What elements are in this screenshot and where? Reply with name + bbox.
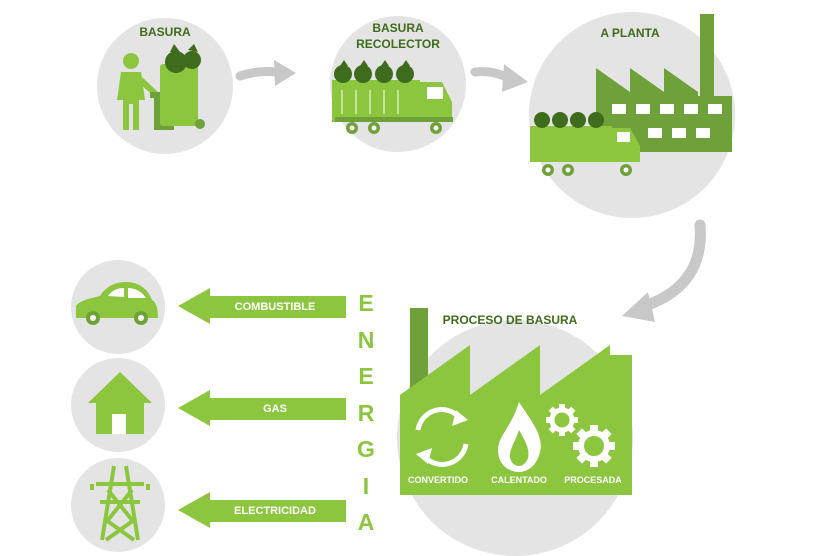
arrow-recolector-to-planta xyxy=(470,64,528,92)
recycle-arrow-head-1 xyxy=(452,410,468,426)
label-recolector-line1: BASURA xyxy=(372,21,424,35)
arrow-gas xyxy=(178,390,346,426)
garbage-truck-icon xyxy=(332,60,453,134)
label-calentado: CALENTADO xyxy=(491,475,547,485)
label-convertido: CONVERTIDO xyxy=(407,475,468,485)
label-electricidad: ELECTRICIDAD xyxy=(234,505,316,517)
person-with-bin-icon xyxy=(117,44,205,130)
label-recolector-line2: RECOLECTOR xyxy=(356,37,440,51)
label-gas: GAS xyxy=(263,403,287,415)
recycle-arrow-head-2 xyxy=(416,448,432,464)
gears-icon xyxy=(546,404,615,467)
factory-with-truck-icon xyxy=(530,14,732,176)
energia-letter: N xyxy=(357,326,375,353)
arrow-planta-to-proceso xyxy=(622,219,706,322)
energia-letter: E xyxy=(358,290,374,316)
arrow-combustible xyxy=(178,288,346,324)
car-icon xyxy=(76,282,158,325)
label-procesada: PROCESADA xyxy=(564,475,622,485)
energia-letter: R xyxy=(357,399,375,426)
arrow-basura-to-recolector xyxy=(235,60,296,86)
label-proceso: PROCESO DE BASURA xyxy=(442,313,578,327)
power-tower-icon xyxy=(90,465,150,542)
energia-letter: E xyxy=(358,363,374,389)
energia-letter: I xyxy=(362,472,370,499)
label-planta: A PLANTA xyxy=(600,26,660,40)
label-combustible: COMBUSTIBLE xyxy=(234,301,316,313)
house-icon xyxy=(88,372,152,434)
arrow-electricidad xyxy=(178,492,346,528)
energia-vertical-word: E N E R G I A xyxy=(352,285,380,541)
flame-icon xyxy=(498,402,541,472)
label-basura: BASURA xyxy=(139,25,191,39)
energia-letter: G xyxy=(357,436,375,462)
energia-letter: A xyxy=(357,509,375,535)
